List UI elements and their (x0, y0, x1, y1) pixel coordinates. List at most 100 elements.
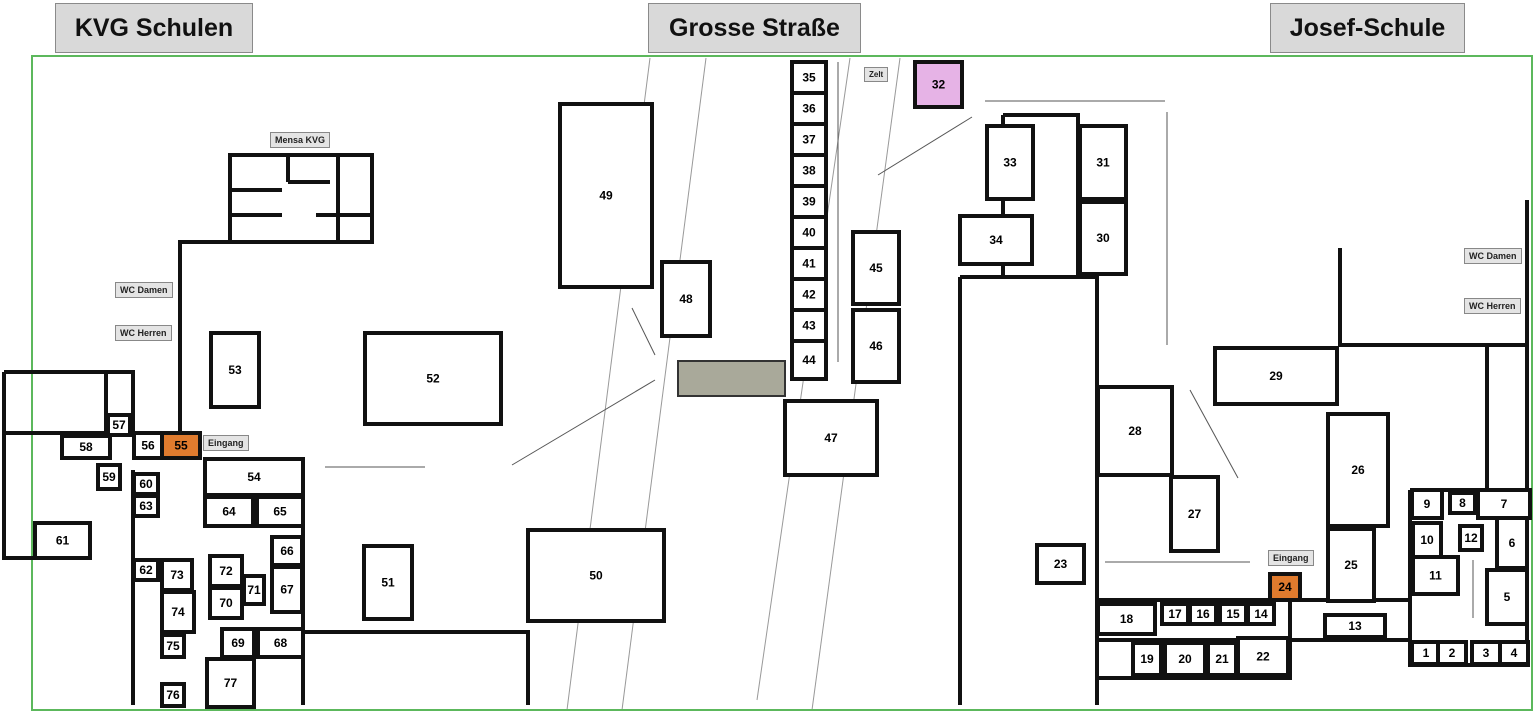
room-63[interactable]: 63 (132, 494, 160, 518)
room-60[interactable]: 60 (132, 472, 160, 496)
room-71[interactable]: 71 (242, 574, 266, 606)
room-59[interactable]: 59 (96, 463, 122, 491)
room-26[interactable]: 26 (1326, 412, 1390, 528)
room-11[interactable]: 11 (1411, 555, 1460, 596)
room-74[interactable]: 74 (160, 590, 196, 634)
room-13[interactable]: 13 (1323, 613, 1387, 639)
room-39[interactable]: 39 (790, 184, 828, 219)
room-3[interactable]: 3 (1470, 640, 1502, 666)
room-62[interactable]: 62 (132, 558, 160, 582)
room-number: 47 (824, 431, 838, 445)
room-box (255, 495, 305, 528)
label-mensa: Mensa KVG (270, 132, 331, 148)
room-box (1498, 640, 1530, 666)
room-box (913, 60, 964, 109)
room-1[interactable]: 1 (1410, 640, 1442, 666)
room-32[interactable]: 32 (913, 60, 964, 109)
room-43[interactable]: 43 (790, 308, 828, 343)
room-38[interactable]: 38 (790, 153, 828, 188)
room-52[interactable]: 52 (363, 331, 503, 426)
room-33[interactable]: 33 (985, 124, 1035, 201)
room-65[interactable]: 65 (255, 495, 305, 528)
room-44[interactable]: 44 (790, 339, 828, 381)
room-67[interactable]: 67 (270, 565, 304, 614)
room-75[interactable]: 75 (160, 633, 186, 659)
room-30[interactable]: 30 (1078, 200, 1128, 276)
room-53[interactable]: 53 (209, 331, 261, 409)
room-54[interactable]: 54 (203, 457, 305, 497)
room-9[interactable]: 9 (1410, 488, 1444, 520)
room-19[interactable]: 19 (1131, 641, 1163, 677)
room-15[interactable]: 15 (1218, 602, 1248, 626)
room-31[interactable]: 31 (1078, 124, 1128, 201)
room-14[interactable]: 14 (1246, 602, 1276, 626)
room-27[interactable]: 27 (1169, 475, 1220, 553)
room-77[interactable]: 77 (205, 657, 256, 709)
room-37[interactable]: 37 (790, 122, 828, 157)
room-4[interactable]: 4 (1498, 640, 1530, 666)
room-70[interactable]: 70 (208, 586, 244, 620)
room-42[interactable]: 42 (790, 277, 828, 312)
room-57[interactable]: 57 (106, 413, 132, 437)
room-48[interactable]: 48 (660, 260, 712, 338)
room-28[interactable]: 28 (1096, 385, 1174, 477)
room-7[interactable]: 7 (1476, 488, 1532, 520)
room-41[interactable]: 41 (790, 246, 828, 281)
room-73[interactable]: 73 (160, 558, 194, 592)
room-51[interactable]: 51 (362, 544, 414, 621)
label-wc-damen: WC Damen (1464, 248, 1522, 264)
room-18[interactable]: 18 (1096, 602, 1157, 636)
room-72[interactable]: 72 (208, 554, 244, 588)
room-29[interactable]: 29 (1213, 346, 1339, 406)
room-23[interactable]: 23 (1035, 543, 1086, 585)
room-22[interactable]: 22 (1236, 636, 1290, 677)
room-6[interactable]: 6 (1495, 516, 1529, 570)
room-76[interactable]: 76 (160, 682, 186, 708)
room-50[interactable]: 50 (526, 528, 666, 623)
room-number: 70 (219, 596, 233, 610)
room-box (1326, 412, 1390, 528)
room-box (270, 565, 304, 614)
room-47[interactable]: 47 (783, 399, 879, 477)
room-66[interactable]: 66 (270, 535, 304, 567)
room-box (790, 308, 828, 343)
room-number: 35 (802, 71, 816, 85)
room-2[interactable]: 2 (1436, 640, 1468, 666)
room-12[interactable]: 12 (1458, 524, 1484, 552)
room-46[interactable]: 46 (851, 308, 901, 384)
room-box (33, 521, 92, 560)
room-24[interactable]: 24 (1268, 572, 1302, 602)
label-wc-damen: WC Damen (115, 282, 173, 298)
room-58[interactable]: 58 (60, 434, 112, 460)
room-box (160, 558, 194, 592)
room-number: 20 (1178, 652, 1192, 666)
room-45[interactable]: 45 (851, 230, 901, 306)
room-5[interactable]: 5 (1485, 568, 1529, 626)
room-61[interactable]: 61 (33, 521, 92, 560)
room-box (1436, 640, 1468, 666)
room-17[interactable]: 17 (1160, 602, 1190, 626)
room-20[interactable]: 20 (1163, 641, 1207, 677)
room-64[interactable]: 64 (203, 495, 255, 528)
room-21[interactable]: 21 (1206, 641, 1238, 677)
room-8[interactable]: 8 (1448, 491, 1477, 515)
room-box (1236, 636, 1290, 677)
room-box (132, 494, 160, 518)
room-number: 6 (1509, 536, 1516, 550)
room-10[interactable]: 10 (1411, 521, 1443, 559)
room-number: 41 (802, 257, 816, 271)
room-56[interactable]: 56 (132, 431, 164, 460)
room-16[interactable]: 16 (1188, 602, 1218, 626)
room-55[interactable]: 55 (160, 431, 202, 460)
room-25[interactable]: 25 (1326, 527, 1376, 603)
room-69[interactable]: 69 (220, 627, 256, 659)
room-box (851, 308, 901, 384)
room-box (558, 102, 654, 289)
room-36[interactable]: 36 (790, 91, 828, 126)
room-35[interactable]: 35 (790, 60, 828, 95)
room-49[interactable]: 49 (558, 102, 654, 289)
room-40[interactable]: 40 (790, 215, 828, 250)
room-68[interactable]: 68 (256, 627, 305, 659)
room-34[interactable]: 34 (958, 214, 1034, 266)
room-box (1096, 385, 1174, 477)
